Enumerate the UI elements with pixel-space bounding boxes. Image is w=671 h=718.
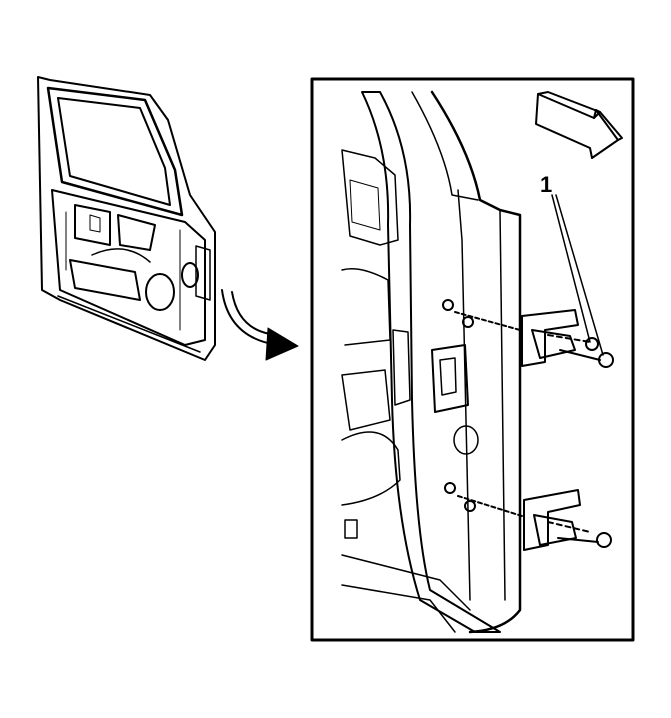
lower-hinge (444, 482, 612, 551)
hinge-detail: 1 (341, 90, 623, 634)
vehicle-front-direction-arrow-icon (535, 91, 623, 159)
upper-hinge (442, 299, 614, 368)
detail-frame (310, 77, 635, 642)
detail-pointer-arrow-icon (221, 289, 299, 361)
callout-leader-lines (551, 194, 604, 356)
callout-1-label: 1 (540, 172, 552, 197)
door-overview (37, 76, 216, 361)
